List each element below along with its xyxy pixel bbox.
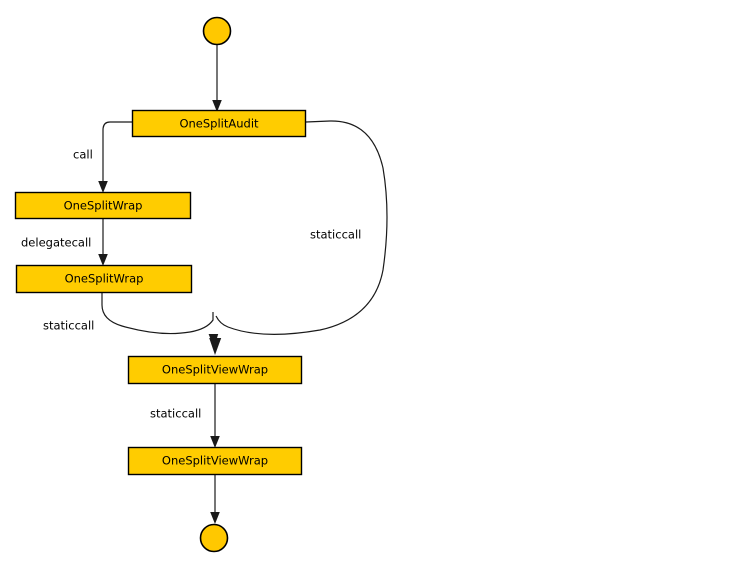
end-node-circle[interactable]: [199, 523, 229, 553]
edge-label-delegatecall: delegatecall: [21, 236, 91, 250]
arrow-head-icon: [98, 254, 108, 266]
node-onesplitviewwrap-1-label: OneSplitViewWrap: [162, 363, 268, 377]
arrow-head-icon: [210, 436, 220, 448]
node-onesplitviewwrap-1-rect[interactable]: [127, 355, 303, 385]
node-onesplitviewwrap-2-rect[interactable]: [127, 446, 303, 476]
arrow-head-icon: [209, 338, 222, 355]
arrow-head-icon: [212, 100, 222, 112]
edge-onesplitwrap-to-onesplitwrap-delegatecall: delegatecall: [21, 219, 108, 266]
edge-onesplitviewwrap-to-onesplitviewwrap-staticcall: staticcall: [150, 384, 220, 448]
start-node-circle[interactable]: [202, 16, 232, 46]
arrow-head-icon: [98, 181, 108, 193]
edge-start-to-onesplitaudit: [212, 45, 222, 112]
arrow-head-icon: [210, 512, 220, 524]
node-onesplitwrap-2-rect[interactable]: [15, 264, 193, 294]
node-onesplitwrap-1-rect[interactable]: [14, 191, 192, 220]
node-onesplitaudit-label: OneSplitAudit: [179, 117, 259, 131]
edge-onesplitaudit-to-onesplitviewwrap-staticcall: staticcall: [215, 120, 388, 335]
edge-label-staticcall-right: staticcall: [310, 228, 361, 242]
start-node[interactable]: [202, 16, 232, 46]
edge-label-call: call: [73, 148, 93, 162]
edge-label-staticcall-left: staticcall: [43, 319, 94, 333]
node-onesplitwrap-1-label: OneSplitWrap: [64, 199, 143, 213]
node-onesplitviewwrap-1[interactable]: OneSplitViewWrap: [127, 355, 303, 385]
end-node[interactable]: [199, 523, 229, 553]
node-onesplitviewwrap-2-label: OneSplitViewWrap: [162, 454, 268, 468]
node-onesplitwrap-1[interactable]: OneSplitWrap: [14, 191, 192, 220]
edge-onesplitviewwrap-to-end: [210, 475, 220, 524]
edge-line: [102, 121, 132, 184]
node-onesplitaudit-rect[interactable]: [131, 109, 307, 138]
edge-label-staticcall-bottom: staticcall: [150, 407, 201, 421]
edge-line: [215, 120, 388, 335]
edge-onesplitwrap-to-onesplitviewwrap-staticcall: staticcall: [43, 293, 219, 348]
node-onesplitwrap-2-label: OneSplitWrap: [65, 272, 144, 286]
node-onesplitviewwrap-2[interactable]: OneSplitViewWrap: [127, 446, 303, 476]
node-onesplitwrap-2[interactable]: OneSplitWrap: [15, 264, 193, 294]
edge-onesplitaudit-to-onesplitwrap-call: call: [73, 121, 132, 193]
edge-line: [101, 293, 214, 335]
node-onesplitaudit[interactable]: OneSplitAudit: [131, 109, 307, 138]
